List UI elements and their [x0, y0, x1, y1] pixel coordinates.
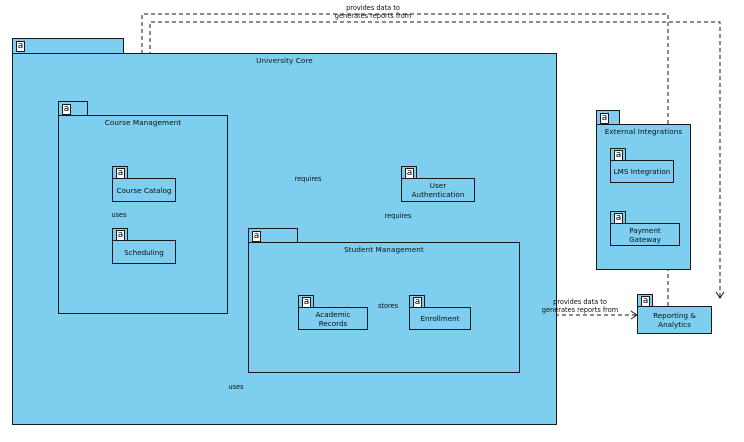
edge-label-top-provides: provides data to generates reports from: [190, 4, 556, 20]
edge-label-top-provides-line1: provides data to: [346, 4, 400, 12]
package-external-integrations[interactable]: a External Integrations: [596, 110, 691, 270]
edge-label-right-provides-line1: provides data to: [553, 298, 607, 306]
edge-label-right-provides: provides data to generates reports from: [524, 298, 636, 314]
component-label-payment-gateway: Payment Gateway: [629, 225, 661, 244]
package-tab-student-management: a: [248, 228, 298, 243]
component-reporting-analytics[interactable]: a Reporting & Analytics: [637, 294, 712, 334]
component-body-reporting-analytics: Reporting & Analytics: [637, 306, 712, 334]
component-label-user-authentication: User Authentication: [411, 181, 465, 199]
component-label-academic-records: Academic Records: [315, 309, 351, 328]
package-tab-university-core: a: [12, 38, 124, 54]
edge-label-uses-enrollment: uses: [228, 383, 244, 391]
package-tab-external-integrations: a: [596, 110, 620, 125]
edge-label-requires-student-mgmt: requires: [384, 212, 412, 220]
component-enrollment[interactable]: a Enrollment: [409, 295, 471, 330]
component-label-course-catalog: Course Catalog: [116, 185, 172, 195]
package-label-student-management: Student Management: [344, 245, 424, 254]
package-body-course-management: [58, 115, 228, 314]
component-scheduling[interactable]: a Scheduling: [112, 228, 176, 264]
package-body-external-integrations: [596, 124, 691, 270]
package-body-student-management: [248, 242, 520, 373]
stereotype-icon: a: [600, 113, 609, 124]
arrowhead-right-down: [715, 291, 725, 299]
component-tab-reporting-analytics: a: [637, 294, 653, 307]
component-tab-scheduling: a: [112, 228, 128, 241]
package-label-course-management: Course Management: [104, 118, 182, 127]
component-body-user-authentication: User Authentication: [401, 178, 475, 202]
component-body-lms-integration: LMS Integration: [610, 160, 674, 183]
component-lms-integration[interactable]: a LMS Integration: [610, 148, 674, 183]
component-label-reporting-analytics: Reporting & Analytics: [653, 311, 696, 329]
component-body-scheduling: Scheduling: [112, 240, 176, 264]
component-label-enrollment: Enrollment: [420, 314, 460, 323]
component-label-lms-integration: LMS Integration: [613, 167, 671, 176]
package-tab-course-management: a: [58, 101, 88, 116]
component-body-enrollment: Enrollment: [409, 307, 471, 330]
stereotype-icon: a: [62, 104, 71, 115]
component-body-academic-records: Academic Records: [298, 307, 368, 330]
component-label-scheduling: Scheduling: [124, 247, 164, 257]
component-user-authentication[interactable]: a User Authentication: [401, 166, 475, 202]
stereotype-icon: a: [16, 41, 25, 52]
package-label-external-integrations: External Integrations: [604, 127, 683, 136]
component-payment-gateway[interactable]: a Payment Gateway: [610, 211, 680, 246]
component-body-course-catalog: Course Catalog: [112, 178, 176, 202]
stereotype-icon: a: [252, 231, 261, 242]
component-course-catalog[interactable]: a Course Catalog: [112, 166, 176, 202]
package-course-management[interactable]: a Course Management: [58, 101, 228, 314]
edge-label-requires-auth: requires: [294, 175, 322, 183]
package-label-university-core: University Core: [256, 56, 313, 65]
component-body-payment-gateway: Payment Gateway: [610, 223, 680, 246]
edge-label-right-provides-line2: generates reports from: [541, 306, 619, 314]
edge-label-stores: stores: [377, 302, 399, 310]
package-student-management[interactable]: a Student Management: [248, 228, 520, 373]
edge-label-top-provides-line2: generates reports from: [334, 12, 412, 20]
edge-label-uses-scheduling: uses: [111, 211, 127, 219]
component-academic-records[interactable]: a Academic Records: [298, 295, 368, 330]
